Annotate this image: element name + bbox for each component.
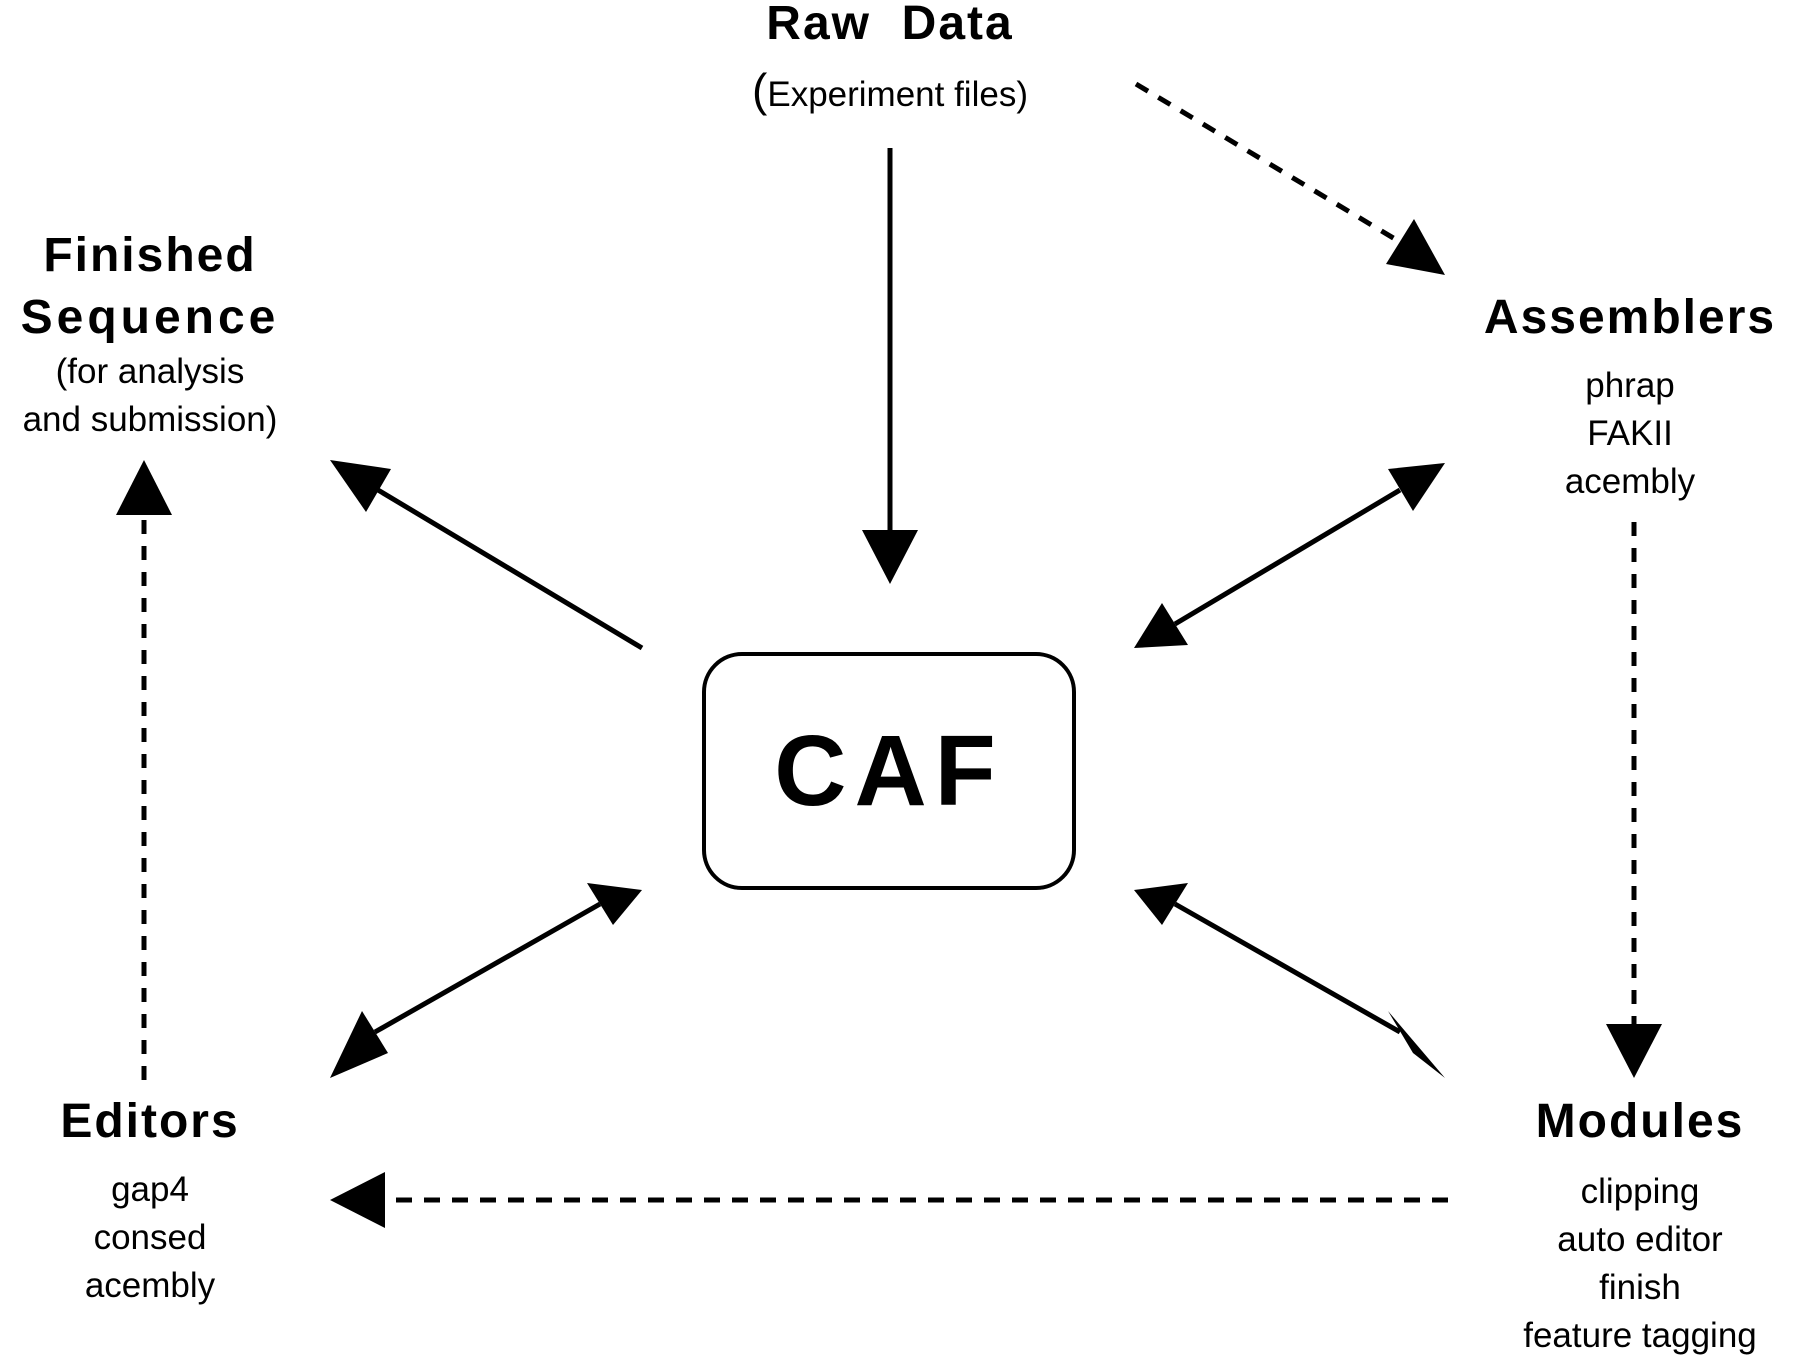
finished-sequence-subtitle-line2: and submission): [22, 400, 278, 439]
finished-sequence-subtitle-line1: (for analysis: [55, 352, 245, 391]
paren-open: (: [752, 64, 768, 116]
editors-item: gap4: [111, 1170, 189, 1209]
finished-sequence-title-line2: Sequence: [20, 291, 280, 344]
arrowhead-editors-from-caf: [330, 1011, 388, 1078]
arrowhead-assemblers-from-rawdata: [1386, 219, 1445, 275]
node-editors: Editors gap4 consed acembly: [0, 1098, 300, 1310]
node-raw-data: Raw Data (Experiment files): [690, 0, 1090, 119]
node-modules: Modules clipping auto editor finish feat…: [1480, 1098, 1800, 1360]
modules-title: Modules: [1535, 1095, 1745, 1148]
edge-rawdata-to-assemblers: [1134, 81, 1402, 245]
paren-close: ): [1016, 75, 1028, 114]
caf-label: CAF: [774, 714, 1004, 827]
arrowhead-finished-from-editors: [116, 460, 172, 515]
editors-item: consed: [93, 1218, 207, 1257]
edge-caf-assemblers: [1173, 487, 1402, 627]
arrowhead-caf-from-assemblers: [1134, 603, 1188, 648]
node-finished-sequence: Finished Sequence (for analysis and subm…: [0, 232, 300, 444]
assemblers-title: Assemblers: [1483, 291, 1777, 344]
edge-caf-modules: [1173, 901, 1402, 1035]
raw-data-subtitle-line: (Experiment files): [690, 66, 1090, 119]
raw-data-subtitle: Experiment files: [767, 75, 1017, 114]
arrowhead-caf-from-editors: [587, 883, 642, 925]
arrowhead-editors-from-modules: [330, 1172, 385, 1228]
assemblers-item: acembly: [1564, 462, 1696, 501]
raw-data-title: Raw Data: [766, 0, 1014, 50]
assemblers-item: FAKII: [1587, 414, 1673, 453]
editors-title: Editors: [60, 1095, 240, 1148]
arrowhead-assemblers-from-caf: [1388, 463, 1445, 511]
arrowhead-modules-from-assemblers: [1606, 1024, 1662, 1078]
modules-item: clipping: [1580, 1172, 1700, 1211]
modules-items: clipping auto editor finish feature tagg…: [1480, 1168, 1800, 1360]
caf-box: CAF: [702, 652, 1076, 890]
arrowhead-caf-from-modules: [1134, 883, 1188, 925]
editors-item: acembly: [84, 1266, 216, 1305]
modules-item: auto editor: [1557, 1220, 1723, 1259]
assemblers-items: phrap FAKII acembly: [1460, 362, 1800, 506]
arrowhead-modules-from-caf: [1388, 1011, 1445, 1078]
editors-items: gap4 consed acembly: [0, 1166, 300, 1310]
arrowhead-caf-from-rawdata: [862, 530, 918, 584]
edge-caf-editors: [373, 901, 602, 1035]
modules-item: finish: [1599, 1268, 1681, 1307]
assemblers-item: phrap: [1585, 366, 1675, 405]
node-assemblers: Assemblers phrap FAKII acembly: [1460, 294, 1800, 506]
arrowhead-finished-from-caf: [330, 460, 391, 512]
edge-caf-to-finished: [376, 487, 644, 651]
modules-item: feature tagging: [1523, 1316, 1757, 1355]
finished-sequence-title-line1: Finished: [43, 229, 257, 282]
